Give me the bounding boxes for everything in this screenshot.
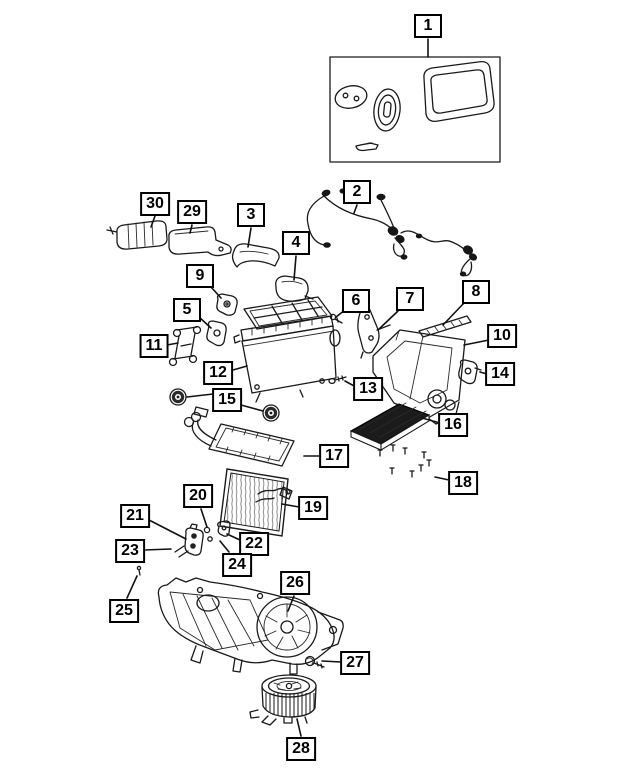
callout-12[interactable]: 12 (203, 361, 233, 385)
leader-line-3 (247, 227, 252, 248)
callout-11[interactable]: 11 (139, 334, 169, 358)
leader-line-24 (219, 540, 230, 553)
callout-26[interactable]: 26 (280, 571, 310, 595)
leader-line-4 (293, 255, 297, 281)
callout-5[interactable]: 5 (173, 298, 201, 322)
cabin-filter-art (349, 402, 431, 451)
blower-motor-art (249, 674, 317, 726)
callout-30[interactable]: 30 (140, 192, 170, 216)
callout-10[interactable]: 10 (487, 324, 517, 348)
leader-line-30 (150, 215, 156, 228)
upper-duct-art (231, 243, 280, 268)
actuator-5-art (206, 320, 227, 347)
lower-housing-art (157, 577, 344, 675)
callout-7[interactable]: 7 (396, 287, 424, 311)
grommets-art (169, 388, 280, 422)
leader-line-15 (240, 404, 264, 412)
callout-17[interactable]: 17 (319, 444, 349, 468)
leader-line-5 (198, 316, 212, 329)
callout-22[interactable]: 22 (239, 532, 269, 556)
callout-14[interactable]: 14 (485, 362, 515, 386)
cowl-bracket-art (106, 220, 168, 250)
callout-23[interactable]: 23 (115, 539, 145, 563)
callout-29[interactable]: 29 (177, 200, 207, 224)
leader-line-23 (143, 548, 172, 551)
leader-line-19 (281, 503, 300, 508)
leader-line-2 (353, 204, 358, 214)
studs-art (174, 545, 189, 558)
bolt-13-art (328, 375, 347, 385)
leader-line-25 (126, 575, 138, 599)
leader-line-11 (166, 342, 179, 346)
callout-19[interactable]: 19 (298, 496, 328, 520)
callout-18[interactable]: 18 (448, 471, 478, 495)
leader-line-26 (287, 595, 295, 612)
leader-line-12 (232, 365, 248, 371)
leader-line-7 (377, 310, 399, 331)
heater-core-art (183, 406, 295, 467)
evaporator-art (219, 468, 293, 537)
callout-13[interactable]: 13 (353, 377, 383, 401)
screw-27-art (304, 655, 325, 669)
leader-line-20 (200, 508, 208, 528)
callout-16[interactable]: 16 (438, 413, 468, 437)
seal-kit-art (329, 56, 501, 163)
wiring-harness-art (306, 188, 478, 277)
callout-21[interactable]: 21 (120, 504, 150, 528)
callout-6[interactable]: 6 (342, 289, 370, 313)
link-lever-art (168, 325, 202, 367)
callout-4[interactable]: 4 (282, 231, 310, 255)
leader-line-15 (186, 393, 214, 398)
actuator-14-art (458, 359, 482, 385)
clamp-bracket-art (217, 520, 231, 537)
callout-20[interactable]: 20 (183, 484, 213, 508)
main-housing-art (233, 296, 341, 403)
actuator-9-art (216, 293, 238, 316)
leader-line-21 (148, 519, 187, 540)
leader-line-29 (189, 224, 193, 234)
callout-2[interactable]: 2 (343, 180, 371, 204)
leader-line-16 (421, 417, 441, 424)
callout-25[interactable]: 25 (109, 599, 139, 623)
leader-line-18 (434, 476, 450, 481)
leader-line-10 (463, 339, 490, 346)
duct-art (168, 226, 232, 257)
leader-line-27 (321, 660, 342, 663)
callout-9[interactable]: 9 (186, 264, 214, 288)
leader-line-28 (296, 718, 302, 737)
callout-28[interactable]: 28 (286, 737, 316, 761)
callout-27[interactable]: 27 (340, 651, 370, 675)
callout-8[interactable]: 8 (462, 280, 490, 304)
leader-line-22 (226, 533, 241, 541)
callout-15[interactable]: 15 (212, 388, 242, 412)
seal-strip-art (418, 315, 472, 338)
leader-line-8 (442, 302, 465, 326)
callout-3[interactable]: 3 (237, 203, 265, 227)
callout-1[interactable]: 1 (414, 14, 442, 38)
screw-25-art (136, 565, 142, 576)
filter-screws-art (377, 444, 432, 478)
leader-line-9 (210, 286, 222, 299)
callout-24[interactable]: 24 (222, 553, 252, 577)
